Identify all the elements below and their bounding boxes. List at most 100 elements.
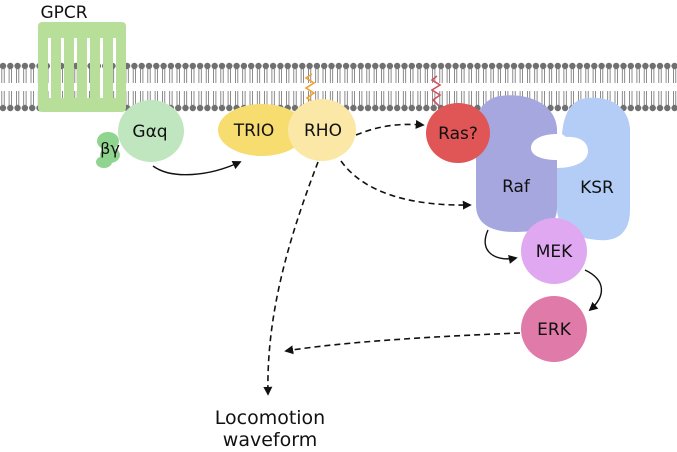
gpcr-helix	[77, 24, 87, 110]
lipid-tails	[600, 69, 604, 105]
lipid-tails	[468, 69, 472, 105]
lipid-head	[386, 62, 394, 70]
lipid-head	[226, 104, 233, 112]
gpcr-helix	[103, 24, 113, 110]
lipid-head	[14, 62, 21, 70]
lipid-head	[379, 62, 386, 70]
lipid-tails	[381, 69, 385, 105]
lipid-tails	[578, 69, 582, 105]
lipid-head	[423, 62, 430, 70]
lipid-head	[306, 62, 313, 70]
lipid-tails	[132, 69, 136, 105]
lipid-tails	[169, 69, 173, 105]
lipid-head	[182, 62, 189, 70]
lipid-tails	[432, 69, 436, 105]
lipid-tails	[176, 69, 180, 105]
lipid-head	[211, 104, 218, 112]
lipid-head	[342, 62, 350, 70]
lipid-head	[218, 104, 226, 112]
lipid-head	[182, 104, 189, 112]
lipid-tails	[359, 69, 363, 105]
lipid-tails	[592, 69, 596, 105]
lipid-head	[642, 62, 649, 70]
lipid-head	[262, 62, 269, 70]
lipid-head	[364, 104, 372, 112]
lipid-head	[350, 62, 357, 70]
lipid-tails	[651, 69, 655, 105]
lipid-tails	[563, 69, 567, 105]
lipid-head	[196, 104, 204, 112]
edge-rho-to-locomotion	[263, 161, 319, 396]
lipid-head	[664, 104, 671, 112]
ras-lipid-anchor	[430, 75, 442, 107]
lipid-head	[21, 62, 29, 70]
lipid-head	[620, 62, 627, 70]
lipid-tails	[497, 69, 501, 105]
lipid-tails	[490, 69, 494, 105]
lipid-tails	[519, 69, 523, 105]
ras-label: Ras?	[438, 124, 478, 144]
lipid-head	[379, 104, 386, 112]
lipid-head	[547, 62, 554, 70]
lipid-tails	[673, 69, 677, 105]
trio-label: TRIO	[233, 121, 275, 141]
lipid-tails	[527, 69, 531, 105]
lipid-head	[321, 62, 328, 70]
ras-node	[426, 103, 490, 163]
lipid-head	[291, 62, 299, 70]
lipid-head	[357, 104, 364, 112]
lipid-head	[255, 62, 262, 70]
lipid-head	[445, 62, 452, 70]
lipid-head	[496, 62, 503, 70]
galphaq-node	[118, 100, 184, 162]
gpcr-label: GPCR	[40, 3, 87, 23]
cell-membrane	[0, 62, 677, 112]
lipid-tails	[249, 69, 253, 105]
lipid-tails	[235, 69, 239, 105]
lipid-head	[204, 62, 211, 70]
gpcr-helix	[51, 24, 61, 110]
lipid-tails	[366, 69, 370, 105]
lipid-tails	[278, 69, 282, 105]
lipid-head	[7, 104, 14, 112]
lipid-head	[196, 62, 204, 70]
lipid-tails	[227, 69, 231, 105]
lipid-head	[598, 62, 605, 70]
rho-lipid-anchor	[304, 73, 316, 103]
lipid-head	[372, 62, 379, 70]
lipid-tails	[337, 69, 341, 105]
edge-erk-to-locomotion	[284, 332, 521, 355]
lipid-tails	[439, 69, 443, 105]
lipid-head	[649, 62, 656, 70]
lipid-head	[284, 62, 291, 70]
lipid-head	[554, 104, 561, 112]
lipid-tails	[286, 69, 290, 105]
lipid-head	[29, 62, 36, 70]
lipid-tails	[461, 69, 465, 105]
lipid-head	[7, 62, 14, 70]
gpcr-helix	[90, 24, 100, 110]
raf-label: Raf	[502, 177, 531, 197]
lipid-head	[14, 104, 21, 112]
lipid-tails	[344, 69, 348, 105]
lipid-tails	[373, 69, 377, 105]
lipid-tails	[541, 69, 545, 105]
ksr-label: KSR	[580, 178, 614, 198]
lipid-tails	[191, 69, 195, 105]
lipid-tails	[607, 69, 611, 105]
lipid-head	[430, 104, 437, 112]
lipid-head	[394, 104, 401, 112]
lipid-head	[474, 62, 481, 70]
lipid-tails	[125, 69, 129, 105]
lipid-tails	[388, 69, 392, 105]
lipid-head	[561, 62, 569, 70]
lipid-head	[561, 104, 569, 112]
lipid-tails	[629, 69, 633, 105]
lipid-tails	[585, 69, 589, 105]
lipid-tails	[410, 69, 414, 105]
gpcr-receptor	[38, 22, 126, 112]
edge-rho-to-ras	[355, 119, 425, 136]
lipid-head	[423, 104, 430, 112]
lipid-tails	[483, 69, 487, 105]
lipid-head	[175, 62, 182, 70]
